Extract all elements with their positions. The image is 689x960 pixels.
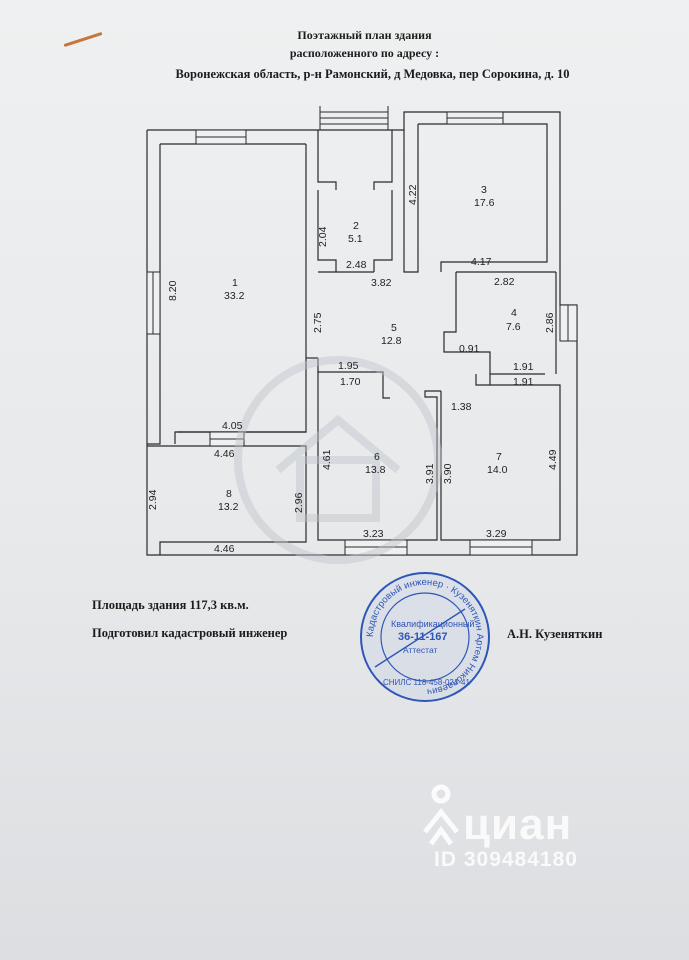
cian-watermark-id: ID 309484180 (434, 848, 578, 871)
room-6-area: 13.8 (365, 464, 386, 476)
dim-2-82: 2.82 (494, 276, 515, 288)
room-5-number: 5 (391, 322, 397, 334)
dim-2-48: 2.48 (346, 259, 367, 271)
dim-2-75: 2.75 (312, 312, 324, 333)
dim-4-49: 4.49 (547, 449, 559, 470)
room-2-area: 5.1 (348, 233, 363, 245)
dim-1-91-a: 1.91 (513, 361, 534, 373)
prepared-by: Подготовил кадастровый инженер (92, 626, 288, 640)
room-4-number: 4 (511, 307, 517, 319)
cadastral-stamp: Кадастровый инженер · Кузеняткин Артем Н… (360, 572, 490, 702)
room-1-number: 1 (232, 277, 238, 289)
dim-3-29: 3.29 (486, 528, 507, 540)
room-3-number: 3 (481, 184, 487, 196)
room-8-number: 8 (226, 488, 232, 500)
cian-logo-icon (423, 784, 459, 846)
room-1-area: 33.2 (224, 290, 245, 302)
room-5-area: 12.8 (381, 335, 402, 347)
dim-3-90: 3.90 (442, 463, 454, 484)
room-7-area: 14.0 (487, 464, 508, 476)
floor-plan: 1 33.2 2 5.1 3 17.6 4 7.6 5 12.8 6 13.8 … (146, 106, 578, 564)
dim-3-82: 3.82 (371, 277, 392, 289)
dim-1-38: 1.38 (451, 401, 472, 413)
stamp-line1: Квалификационный (391, 619, 474, 629)
room-7-number: 7 (496, 451, 502, 463)
dim-2-94: 2.94 (147, 489, 159, 510)
room-2-number: 2 (353, 220, 359, 232)
dim-1-70: 1.70 (340, 376, 361, 388)
dim-4-05: 4.05 (222, 420, 243, 432)
dim-4-17: 4.17 (471, 256, 492, 268)
room-4-area: 7.6 (506, 321, 521, 333)
cian-watermark-brand: циан (463, 800, 573, 849)
dim-4-46-a: 4.46 (214, 448, 235, 460)
dim-0-91: 0.91 (459, 343, 480, 355)
dim-3-91: 3.91 (424, 463, 436, 484)
dim-2-04: 2.04 (317, 226, 329, 247)
dim-2-86: 2.86 (544, 312, 556, 333)
dim-4-22: 4.22 (407, 184, 419, 205)
dim-4-61: 4.61 (321, 449, 333, 470)
engineer-signature: А.Н. Кузеняткин (507, 627, 603, 641)
room-6-number: 6 (374, 451, 380, 463)
stamp-line2: Аттестат (403, 645, 437, 655)
building-area: Площадь здания 117,3 кв.м. (92, 598, 249, 612)
dim-4-46-b: 4.46 (214, 543, 235, 555)
dim-1-95: 1.95 (338, 360, 359, 372)
document-subtitle: расположенного по адресу : (289, 46, 440, 60)
room-3-area: 17.6 (474, 197, 495, 209)
dim-1-91-b: 1.91 (513, 376, 534, 388)
document-title: Поэтажный план здания (297, 28, 432, 42)
dim-2-96: 2.96 (293, 492, 305, 513)
room-8-area: 13.2 (218, 501, 239, 513)
dim-8-20: 8.20 (167, 280, 179, 301)
document-address: Воронежская область, р-н Рамонский, д Ме… (175, 67, 570, 81)
stamp-bottom: СНИЛС 118-458-024-41 (383, 678, 470, 687)
dim-3-23: 3.23 (363, 528, 384, 540)
